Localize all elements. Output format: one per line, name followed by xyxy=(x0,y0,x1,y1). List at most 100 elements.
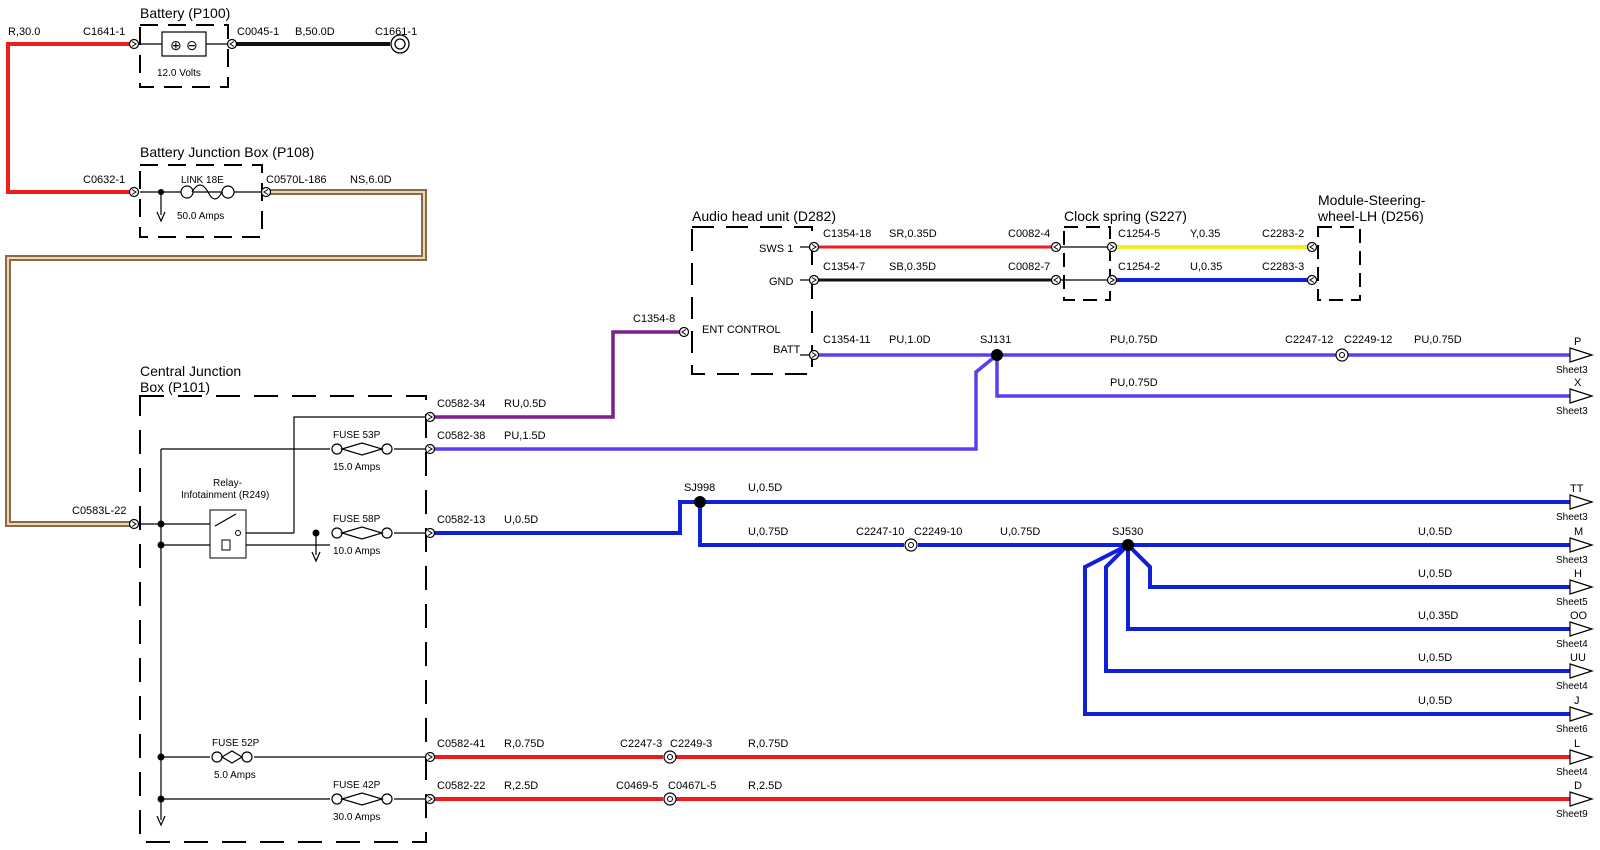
wire-label-sb035: SB,0.35D xyxy=(889,261,936,273)
wire-ns6[interactable] xyxy=(5,189,427,527)
fuse-52p-name: FUSE 52P xyxy=(212,738,260,749)
inline-connector[interactable] xyxy=(663,792,677,806)
inline-connector[interactable] xyxy=(904,538,918,552)
wire-label-r25-a: R,2.5D xyxy=(504,780,538,792)
wire-label-r30: R,30.0 xyxy=(8,26,40,38)
splice-sj530[interactable] xyxy=(1122,539,1134,551)
splice-sj131-label: SJ131 xyxy=(980,334,1011,346)
battery-minus-icon: ⊖ xyxy=(186,37,198,53)
wire-u035-oo[interactable] xyxy=(1126,545,1570,631)
wire-pu075-x[interactable] xyxy=(995,355,1570,398)
connector-pin[interactable] xyxy=(128,38,140,50)
clock-box xyxy=(1063,226,1111,301)
wire-u05-j[interactable] xyxy=(1083,543,1570,716)
connector-pin[interactable] xyxy=(808,274,820,286)
connector-pin[interactable] xyxy=(1050,241,1062,253)
splice-sj998-label: SJ998 xyxy=(684,482,715,494)
cjb-title-2: Box (P101) xyxy=(140,379,210,395)
fuse-42p[interactable] xyxy=(331,792,393,806)
connector-pin[interactable] xyxy=(1050,274,1062,286)
offsheet-letter: P xyxy=(1574,336,1581,348)
connector-pin[interactable] xyxy=(424,751,436,763)
connector-pin[interactable] xyxy=(260,186,272,198)
wire-label-ru05: RU,0.5D xyxy=(504,398,546,410)
bjb-title: Battery Junction Box (P108) xyxy=(140,144,314,160)
wire-pu15[interactable] xyxy=(433,353,999,451)
offsheet-references: PSheet3XSheet3TTSheet3MSheet3HSheet5OOSh… xyxy=(1556,336,1594,820)
wire-ru05[interactable] xyxy=(433,330,683,419)
offsheet-letter: TT xyxy=(1570,483,1584,495)
bjb-box xyxy=(139,164,263,238)
offsheet-letter: H xyxy=(1574,568,1582,580)
offsheet-letter: D xyxy=(1574,780,1582,792)
wire-u05d[interactable] xyxy=(433,500,700,535)
wire-label-ns6: NS,6.0D xyxy=(350,174,392,186)
connector-pin[interactable] xyxy=(808,241,820,253)
splice-sj131[interactable] xyxy=(991,349,1003,361)
wire-u05-h[interactable] xyxy=(1126,543,1570,589)
conn-c0082-4: C0082-4 xyxy=(1008,228,1050,240)
connector-pin[interactable] xyxy=(678,326,690,338)
fuse-53p[interactable] xyxy=(331,442,393,456)
offsheet-sheet: Sheet3 xyxy=(1556,406,1588,417)
connector-pin[interactable] xyxy=(226,38,238,50)
wire-u075-a[interactable] xyxy=(698,502,904,547)
conn-c1354-7: C1354-7 xyxy=(823,261,865,273)
fuse-58p-rating: 10.0 Amps xyxy=(333,546,380,557)
connector-pin[interactable] xyxy=(128,186,140,198)
wire-label-sr035: SR,0.35D xyxy=(889,228,937,240)
offsheet-ref-p[interactable]: P Sheet3 xyxy=(1556,336,1594,376)
cjb-box xyxy=(139,395,427,843)
connector-pin[interactable] xyxy=(424,411,436,423)
offsheet-sheet: Sheet4 xyxy=(1556,639,1588,650)
conn-c0582-34: C0582-34 xyxy=(437,398,485,410)
module-title-2: wheel-LH (D256) xyxy=(1317,208,1424,224)
connector-pin[interactable] xyxy=(128,518,140,530)
conn-c0570: C0570L-186 xyxy=(266,174,327,186)
connector-pin[interactable] xyxy=(424,527,436,539)
conn-c0582-38: C0582-38 xyxy=(437,430,485,442)
fuse-58p[interactable] xyxy=(331,526,393,540)
cjb-title-1: Central Junction xyxy=(140,363,241,379)
connector-pin[interactable] xyxy=(1106,241,1118,253)
wire-label-r075-a: R,0.75D xyxy=(504,738,544,750)
fuse-52p-rating: 5.0 Amps xyxy=(214,770,256,781)
conn-c0583: C0583L-22 xyxy=(72,505,126,517)
fuse-52p[interactable] xyxy=(211,750,253,764)
conn-c0469-5: C0469-5 xyxy=(616,780,658,792)
wire-r30[interactable] xyxy=(6,42,131,194)
conn-c1254-5: C1254-5 xyxy=(1118,228,1160,240)
connector-pin[interactable] xyxy=(424,793,436,805)
offsheet-sheet: Sheet3 xyxy=(1556,555,1588,566)
fuse-42p-rating: 30.0 Amps xyxy=(333,812,380,823)
conn-c1661: C1661-1 xyxy=(375,26,417,38)
conn-c0467-5: C0467L-5 xyxy=(668,780,716,792)
wire-label-u05-uu: U,0.5D xyxy=(1418,652,1452,664)
connector-pin[interactable] xyxy=(808,349,820,361)
connector-pin[interactable] xyxy=(1306,274,1318,286)
offsheet-sheet: Sheet3 xyxy=(1556,365,1588,376)
audio-pin-sws1: SWS 1 xyxy=(759,243,793,255)
inline-connector[interactable] xyxy=(663,750,677,764)
splice-sj998[interactable] xyxy=(694,496,706,508)
wire-label-u035-oo: U,0.35D xyxy=(1418,610,1458,622)
conn-c2249-3: C2249-3 xyxy=(670,738,712,750)
connector-pin[interactable] xyxy=(1306,241,1318,253)
wire-u05-uu[interactable] xyxy=(1104,543,1570,673)
wire-label-y035: Y,0.35 xyxy=(1190,228,1220,240)
battery-box xyxy=(139,24,229,88)
connector-pin[interactable] xyxy=(1106,274,1118,286)
conn-c0582-22: C0582-22 xyxy=(437,780,485,792)
inline-connector[interactable] xyxy=(1335,348,1349,362)
connector-pin[interactable] xyxy=(424,443,436,455)
